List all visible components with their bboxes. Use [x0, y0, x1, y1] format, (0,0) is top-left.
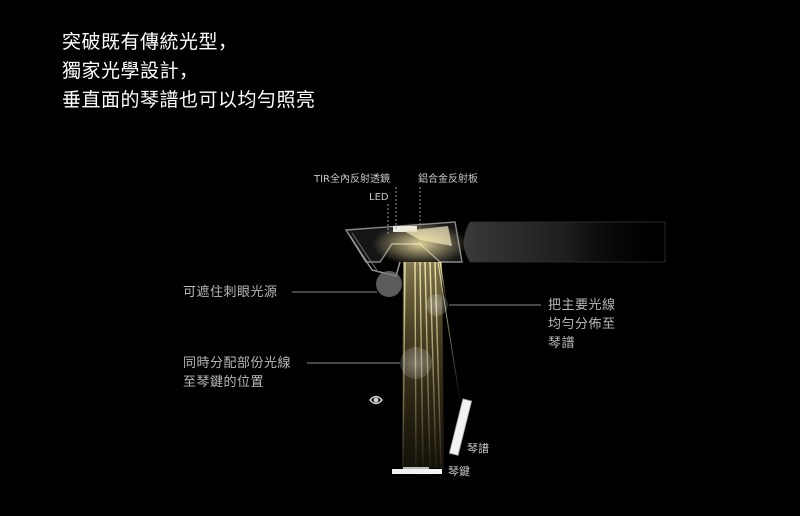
sheet-music-label: 琴譜 [467, 442, 489, 455]
distribute-callout-line-2: 至琴鍵的位置 [183, 375, 265, 390]
head-glow [372, 222, 468, 266]
spread-callout-line-1: 把主要光線 [548, 298, 616, 313]
spread-callout-line-2: 均勻分佈至 [548, 317, 616, 332]
sheet-music-panel [448, 398, 473, 456]
spread-callout-line-3: 琴譜 [548, 336, 576, 351]
distribute-callout: 同時分配部份光線 至琴鍵的位置 [183, 354, 291, 392]
glare-callout: 可遮住刺眼光源 [183, 285, 278, 300]
lamp-arm [463, 221, 666, 263]
reflector-label: 鋁合金反射板 [418, 174, 478, 185]
distribute-spot [400, 347, 432, 379]
headline-line-1: 突破既有傳統光型， [62, 31, 238, 53]
lamp-head [344, 221, 468, 277]
tir-lens-label: TIR全內反射透鏡 [314, 174, 391, 185]
piano-keys-edge [403, 467, 429, 469]
spread-spot [426, 294, 448, 316]
led-label: LED [369, 192, 389, 203]
piano-keys-label: 琴鍵 [448, 465, 470, 478]
piano-keys-bar [392, 469, 442, 474]
spread-callout: 把主要光線 均勻分佈至 琴譜 [548, 296, 616, 353]
glare-block-spot [376, 271, 402, 297]
headline: 突破既有傳統光型， 獨家光學設計， 垂直面的琴譜也可以均勻照亮 [62, 28, 562, 115]
eye-icon [369, 395, 383, 405]
headline-line-3: 垂直面的琴譜也可以均勻照亮 [62, 89, 316, 111]
headline-line-2: 獨家光學設計， [62, 60, 199, 82]
distribute-callout-line-1: 同時分配部份光線 [183, 356, 292, 371]
